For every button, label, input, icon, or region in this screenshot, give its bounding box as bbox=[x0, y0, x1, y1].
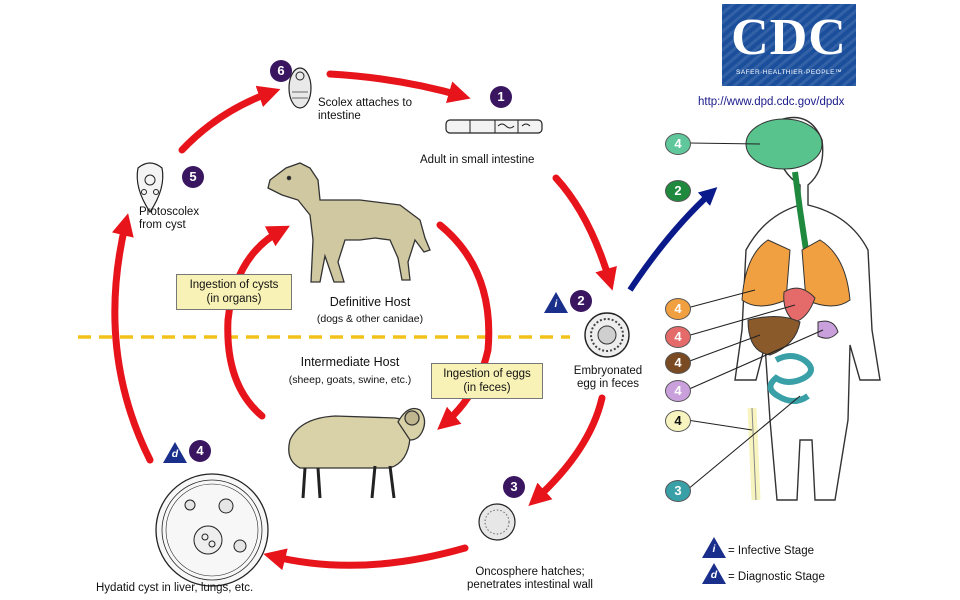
legend-infective-marker: i bbox=[702, 537, 726, 558]
adult-worm-illustration bbox=[445, 119, 543, 134]
egg-illustration bbox=[584, 312, 630, 358]
cycle-arrows bbox=[111, 70, 617, 571]
stage-5-badge: 5 bbox=[182, 166, 204, 188]
legend-diagnostic-text: = Diagnostic Stage bbox=[728, 571, 825, 583]
spleen-organ bbox=[817, 320, 839, 339]
cdc-logo: CDC SAFER·HEALTHIER·PEOPLE™ bbox=[722, 4, 856, 86]
legend-diagnostic-marker: d bbox=[702, 563, 726, 584]
badge-pointers bbox=[686, 142, 824, 491]
sheep-illustration bbox=[288, 407, 426, 499]
oncosphere-illustration bbox=[478, 503, 516, 541]
arrow-4-to-5 bbox=[111, 213, 154, 464]
human-badge-esophagus: 2 bbox=[665, 180, 691, 202]
infective-marker-letter: i bbox=[554, 298, 558, 310]
stage-2-badge: 2 bbox=[570, 290, 592, 312]
legend-infective-letter: i bbox=[712, 543, 716, 555]
stage-6-badge: 6 bbox=[270, 60, 292, 82]
infective-stage-marker: i bbox=[544, 292, 568, 313]
definitive-host-subtitle: (dogs & other canidae) bbox=[316, 313, 424, 325]
arrow-3-to-4 bbox=[263, 544, 469, 571]
ingestion-cysts-box: Ingestion of cysts (in organs) bbox=[176, 274, 292, 310]
stage-3-label: Oncosphere hatches; penetrates intestina… bbox=[467, 566, 593, 591]
intermediate-host-subtitle: (sheep, goats, swine, etc.) bbox=[288, 374, 412, 386]
dog-illustration bbox=[267, 162, 431, 283]
heart-organ bbox=[783, 287, 816, 323]
ingestion-eggs-line1: Ingestion of eggs bbox=[443, 368, 531, 380]
stage-5-label: Protoscolex from cyst bbox=[139, 206, 200, 231]
intermediate-host-title: Intermediate Host bbox=[300, 355, 400, 369]
arrow-6-to-1 bbox=[326, 70, 471, 104]
dpdx-url[interactable]: http://www.dpd.cdc.gov/dpdx bbox=[698, 96, 845, 108]
cdc-logo-text: CDC bbox=[731, 9, 847, 66]
human-badge-spleen: 4 bbox=[665, 380, 691, 402]
stage-4-label: Hydatid cyst in liver, lungs, etc. bbox=[96, 582, 254, 594]
arrow-2-to-3 bbox=[528, 394, 606, 507]
ingestion-cysts-line1: Ingestion of cysts bbox=[189, 279, 279, 291]
ingestion-eggs-line2: (in feces) bbox=[463, 382, 511, 394]
stage-1-label: Adult in small intestine bbox=[420, 154, 535, 166]
arrow-1-to-2 bbox=[552, 174, 617, 291]
stage-2-label: Embryonated egg in feces bbox=[573, 365, 643, 390]
hydatid-cyst-illustration bbox=[155, 473, 269, 587]
stage-1-badge: 1 bbox=[490, 86, 512, 108]
stage-6-label: Scolex attaches to intestine bbox=[318, 97, 412, 122]
human-figure bbox=[734, 116, 881, 501]
human-badge-lungs: 4 bbox=[665, 298, 691, 320]
human-badge-liver: 4 bbox=[665, 352, 691, 374]
human-badge-heart: 4 bbox=[665, 326, 691, 348]
legend-infective-text: = Infective Stage bbox=[728, 545, 814, 557]
definitive-host-title: Definitive Host bbox=[329, 295, 411, 309]
scolex-illustration bbox=[288, 67, 312, 109]
diagnostic-marker-letter: d bbox=[171, 448, 179, 460]
ingestion-eggs-box: Ingestion of eggs (in feces) bbox=[431, 363, 543, 399]
human-badge-brain: 4 bbox=[665, 133, 691, 155]
legend-diagnostic-letter: d bbox=[710, 569, 718, 581]
diagnostic-stage-marker: d bbox=[163, 442, 187, 463]
human-badge-bone: 4 bbox=[665, 410, 691, 432]
arrow-cysts-ingestion bbox=[224, 225, 290, 420]
liver-organ bbox=[747, 316, 801, 356]
stage-3-badge: 3 bbox=[503, 476, 525, 498]
cdc-tagline: SAFER·HEALTHIER·PEOPLE™ bbox=[735, 69, 842, 76]
protoscolex-illustration bbox=[136, 162, 164, 214]
intestine-organ bbox=[767, 353, 814, 404]
arrow-5-to-6 bbox=[178, 85, 281, 154]
ingestion-cysts-line2: (in organs) bbox=[206, 293, 262, 305]
arrow-eggs-ingestion bbox=[436, 221, 493, 430]
human-badge-intestine: 3 bbox=[665, 480, 691, 502]
stage-4-badge: 4 bbox=[189, 440, 211, 462]
arrow-to-human bbox=[627, 187, 718, 292]
